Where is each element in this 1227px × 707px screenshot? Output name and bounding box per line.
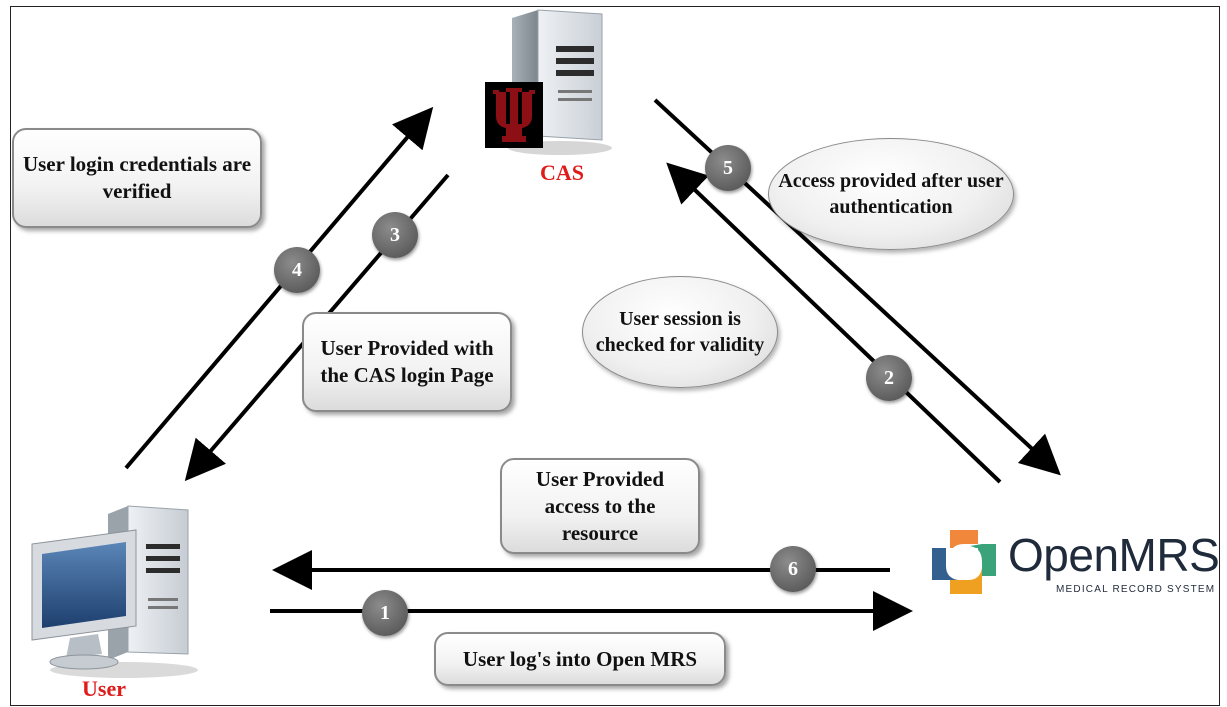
user-label: User — [82, 676, 126, 701]
cas-login-page-box: User Provided with the CAS login Page — [302, 312, 512, 412]
access-after-authentication-ellipse: Access provided after user authenticatio… — [768, 138, 1014, 250]
desktop-computer-icon — [31, 505, 198, 678]
step-2-marker: 2 — [866, 355, 912, 401]
university-trident-logo — [485, 82, 543, 148]
step-3-marker: 3 — [372, 212, 418, 258]
diagram-frame — [10, 6, 1220, 706]
openmrs-tagline: MEDICAL RECORD SYSTEM — [1056, 584, 1216, 595]
arrow-step-2 — [666, 162, 1002, 484]
openmrs-logo-icon — [932, 530, 996, 594]
session-checked-ellipse: User session is checked for validity — [582, 276, 778, 388]
step-5-marker: 5 — [705, 145, 751, 191]
credentials-verified-box: User login credentials are verified — [12, 128, 262, 228]
access-resource-box: User Provided access to the resource — [500, 458, 700, 554]
login-openmrs-box: User log's into Open MRS — [434, 632, 726, 686]
openmrs-wordmark: OpenMRS — [1008, 529, 1220, 581]
step-4-marker: 4 — [274, 247, 320, 293]
step-6-marker: 6 — [770, 546, 816, 592]
cas-label: CAS — [540, 160, 585, 185]
step-1-marker: 1 — [362, 590, 408, 636]
arrow-step-4 — [124, 106, 434, 470]
